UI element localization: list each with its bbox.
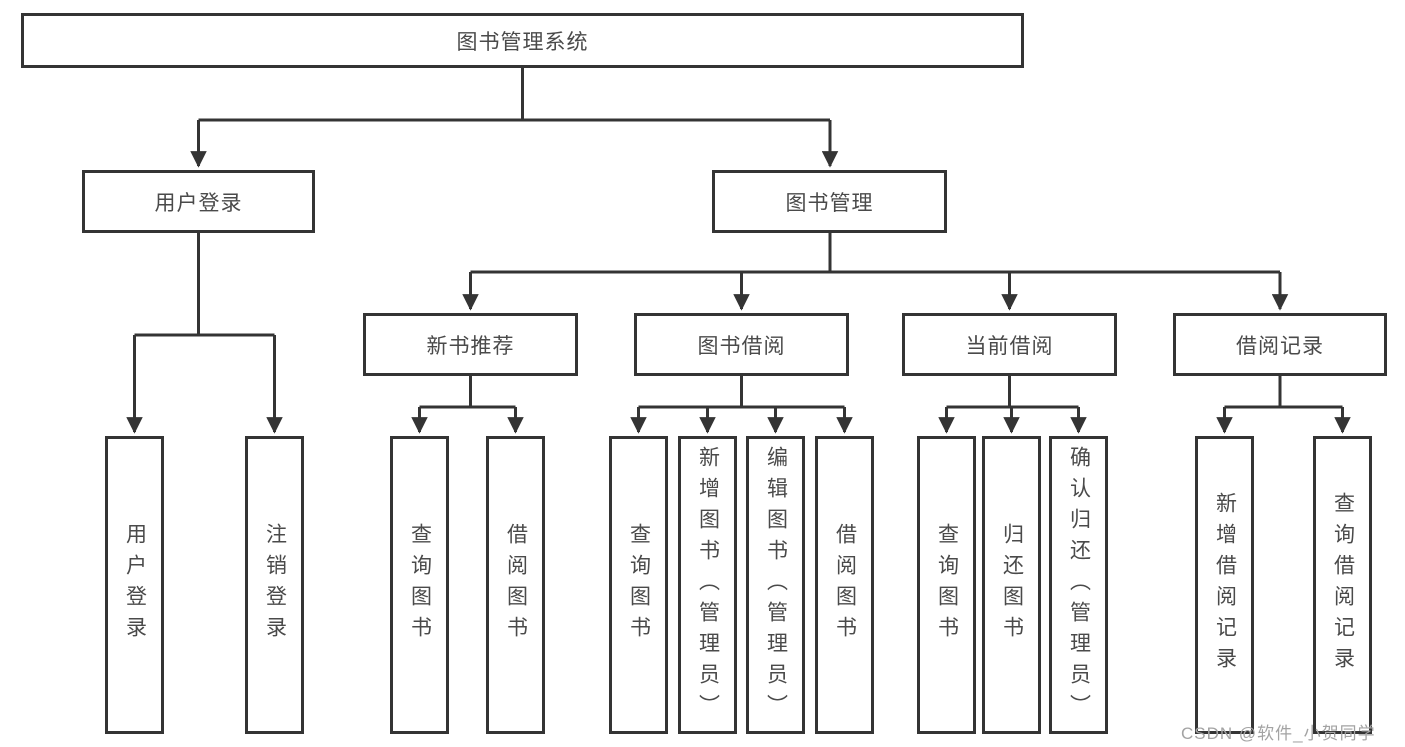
- leaf-query-borrow-record-label: 查询借阅记录: [1331, 492, 1355, 678]
- leaf-query-books-recommend: 查询图书: [390, 436, 449, 734]
- leaf-return-books: 归还图书: [982, 436, 1041, 734]
- leaf-edit-books-admin-label: 编辑图书（管理员）: [764, 445, 788, 725]
- leaf-user-login-label: 用户登录: [123, 523, 147, 647]
- node-current-borrowing-label: 当前借阅: [965, 334, 1054, 358]
- node-borrowing-records-label: 借阅记录: [1236, 334, 1324, 358]
- node-new-book-recommend-label: 新书推荐: [426, 334, 515, 358]
- leaf-query-borrow-record: 查询借阅记录: [1313, 436, 1372, 734]
- node-book-borrowing: 图书借阅: [634, 313, 849, 376]
- leaf-borrow-books-recommend-label: 借阅图书: [504, 523, 528, 647]
- leaf-borrow-books-label: 借阅图书: [833, 523, 857, 647]
- leaf-user-login: 用户登录: [105, 436, 164, 734]
- leaf-query-books-recommend-label: 查询图书: [408, 523, 432, 647]
- node-book-management: 图书管理: [712, 170, 947, 233]
- node-book-borrowing-label: 图书借阅: [697, 334, 786, 358]
- leaf-add-books-admin-label: 新增图书（管理员）: [696, 445, 720, 725]
- leaf-add-borrow-record-label: 新增借阅记录: [1213, 492, 1237, 678]
- leaf-borrow-books: 借阅图书: [815, 436, 874, 734]
- leaf-query-books-current: 查询图书: [917, 436, 976, 734]
- leaf-query-books-current-label: 查询图书: [935, 523, 959, 647]
- node-current-borrowing: 当前借阅: [902, 313, 1117, 376]
- node-book-management-label: 图书管理: [785, 191, 874, 215]
- leaf-confirm-return-admin-label: 确认归还（管理员）: [1067, 445, 1091, 725]
- leaf-logout: 注销登录: [245, 436, 304, 734]
- leaf-confirm-return-admin: 确认归还（管理员）: [1049, 436, 1108, 734]
- node-new-book-recommend: 新书推荐: [363, 313, 578, 376]
- csdn-watermark: CSDN @软件_小贺同学: [1181, 724, 1376, 743]
- leaf-query-books-borrow-label: 查询图书: [627, 523, 651, 647]
- leaf-edit-books-admin: 编辑图书（管理员）: [746, 436, 805, 734]
- node-user-login: 用户登录: [82, 170, 315, 233]
- leaf-return-books-label: 归还图书: [1000, 523, 1024, 647]
- node-root-system: 图书管理系统: [21, 13, 1024, 68]
- leaf-add-books-admin: 新增图书（管理员）: [678, 436, 737, 734]
- leaf-logout-label: 注销登录: [263, 523, 287, 647]
- leaf-add-borrow-record: 新增借阅记录: [1195, 436, 1254, 734]
- node-user-login-label: 用户登录: [154, 191, 243, 215]
- node-root-label: 图书管理系统: [456, 30, 589, 54]
- node-borrowing-records: 借阅记录: [1173, 313, 1387, 376]
- leaf-borrow-books-recommend: 借阅图书: [486, 436, 545, 734]
- leaf-query-books-borrow: 查询图书: [609, 436, 668, 734]
